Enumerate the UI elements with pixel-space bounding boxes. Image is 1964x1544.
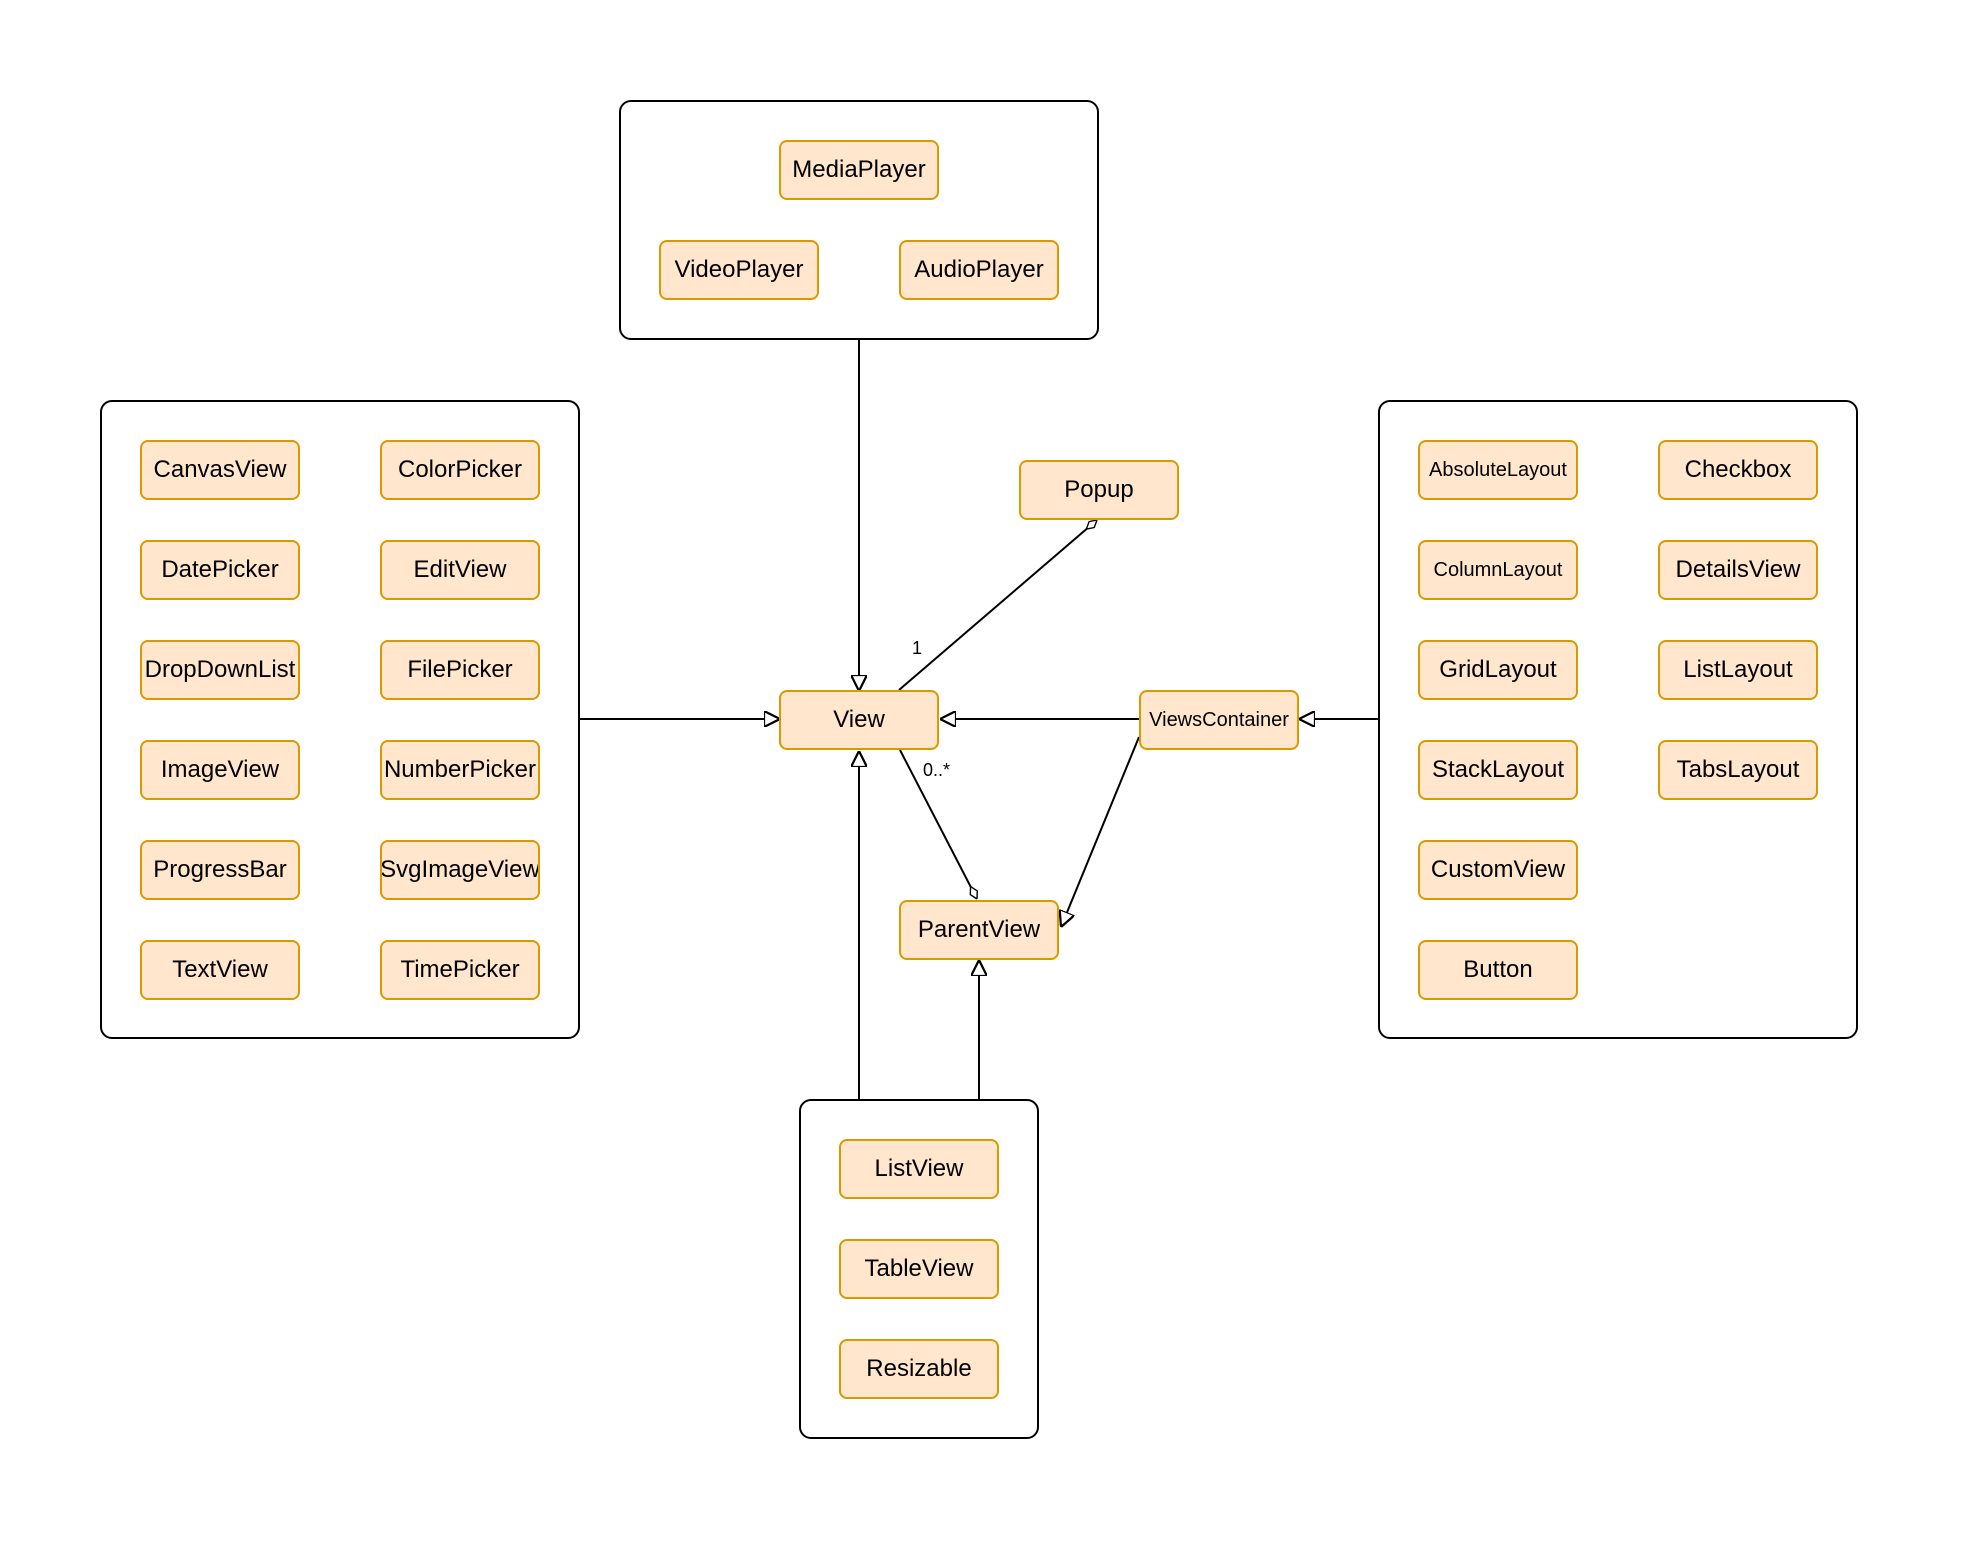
class-viewscontainer[interactable]: ViewsContainer <box>1139 690 1299 750</box>
class-imageview[interactable]: ImageView <box>140 740 300 800</box>
view-to-parentview-aggregation <box>899 749 977 899</box>
class-listview[interactable]: ListView <box>839 1139 999 1199</box>
class-button[interactable]: Button <box>1418 940 1578 1000</box>
class-view[interactable]: View <box>779 690 939 750</box>
media-group <box>619 100 1099 340</box>
class-filepicker[interactable]: FilePicker <box>380 640 540 700</box>
class-audioplayer[interactable]: AudioPlayer <box>899 240 1059 300</box>
class-datepicker[interactable]: DatePicker <box>140 540 300 600</box>
class-columnlayout[interactable]: ColumnLayout <box>1418 540 1578 600</box>
class-canvasview[interactable]: CanvasView <box>140 440 300 500</box>
class-textview[interactable]: TextView <box>140 940 300 1000</box>
class-editview[interactable]: EditView <box>380 540 540 600</box>
class-colorpicker[interactable]: ColorPicker <box>380 440 540 500</box>
class-absolutelayout[interactable]: AbsoluteLayout <box>1418 440 1578 500</box>
class-videoplayer[interactable]: VideoPlayer <box>659 240 819 300</box>
class-progressbar[interactable]: ProgressBar <box>140 840 300 900</box>
class-mediaplayer[interactable]: MediaPlayer <box>779 140 939 200</box>
view-to-popup-aggregation <box>898 520 1097 691</box>
class-tableview[interactable]: TableView <box>839 1239 999 1299</box>
widgets-group <box>100 400 580 1039</box>
class-svgimageview[interactable]: SvgImageView <box>380 840 540 900</box>
class-timepicker[interactable]: TimePicker <box>380 940 540 1000</box>
class-resizable[interactable]: Resizable <box>839 1339 999 1399</box>
class-parentview[interactable]: ParentView <box>899 900 1059 960</box>
multiplicity-parentview: 0..* <box>923 760 951 780</box>
layouts-group <box>1378 400 1858 1039</box>
class-numberpicker[interactable]: NumberPicker <box>380 740 540 800</box>
class-gridlayout[interactable]: GridLayout <box>1418 640 1578 700</box>
class-checkbox[interactable]: Checkbox <box>1658 440 1818 500</box>
class-customview[interactable]: CustomView <box>1418 840 1578 900</box>
class-popup[interactable]: Popup <box>1019 460 1179 520</box>
viewscontainer-to-parentview <box>1061 736 1140 927</box>
class-tabslayout[interactable]: TabsLayout <box>1658 740 1818 800</box>
class-stacklayout[interactable]: StackLayout <box>1418 740 1578 800</box>
multiplicity-popup: 1 <box>912 638 923 658</box>
class-listlayout[interactable]: ListLayout <box>1658 640 1818 700</box>
class-detailsview[interactable]: DetailsView <box>1658 540 1818 600</box>
class-dropdownlist[interactable]: DropDownList <box>140 640 300 700</box>
